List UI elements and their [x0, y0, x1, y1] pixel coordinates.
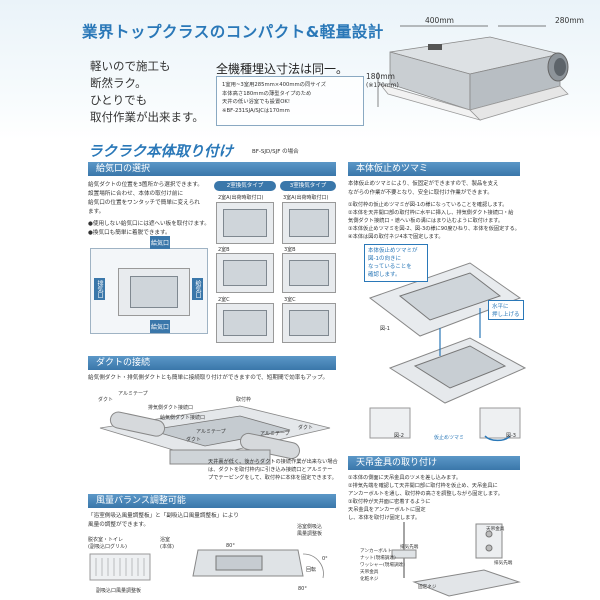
variant-2c — [216, 303, 274, 343]
hang-label-9: 排気先端 — [494, 561, 513, 566]
variant-3a — [282, 202, 336, 244]
hang-bar: 天吊金具の取り付け — [348, 456, 520, 470]
hang-label-3: ワッシャー(現場調達) — [360, 563, 405, 568]
air-label-10: 副吸込口風量調整板 — [96, 588, 142, 594]
dim-height: 180mm — [366, 72, 395, 81]
air-bar: 風量バランス調整可能 — [88, 494, 336, 508]
tag-kyuki-bottom: 給気口 — [150, 320, 171, 333]
section-note: BF-SJD/SJF の場合 — [252, 149, 299, 155]
outlet-text: 給気ダクトの位置を3箇所から選択できます。 設置場所に合わせ、本体の取付け前に … — [88, 182, 210, 236]
duct-label-1: ダクト — [98, 397, 114, 403]
duct-label-7: ダクト — [186, 437, 202, 443]
tag-haiki: 排気口 — [94, 278, 105, 300]
fix-text: 本体仮止めツマミにより、仮固定ができますので、製品を支え ながらの作業が不要とな… — [348, 181, 499, 196]
fix-bar: 本体仮止めツマミ — [348, 162, 520, 176]
type2-label: 2室換気タイプ — [214, 181, 276, 191]
col3-head: 3室A(出荷時取付口) — [283, 195, 329, 201]
hang-label-8: 固定ネジ — [418, 585, 437, 590]
hang-steps: ①本体の側面に天吊金具のツメを差し込みます。 ②排気先端を確認して天井開口部に取… — [348, 475, 503, 521]
duct-text: 給気側ダクト・排気側ダクトとも簡単に接続取り付けができますので、短期間で効率もア… — [88, 375, 329, 381]
spec-box: 1室用~3室用285mm×400mmの同サイズ 本体高さ180mmの薄型タイプの… — [216, 76, 364, 126]
headline: 業界トップクラスのコンパクト&軽量設計 — [82, 23, 384, 41]
duct-label-2: アルミテープ — [118, 391, 148, 397]
hang-label-7: 排気先端 — [400, 545, 419, 550]
duct-label-8: アルミテープ — [260, 431, 290, 437]
air-illustration — [89, 549, 324, 581]
fix-callout-1: 本体仮止めツマミが 図-1の向きに なっていることを 確認します。 — [364, 244, 428, 282]
air-label-9: 回転 — [306, 567, 317, 573]
duct-caption: 天井裏が低く、後からダクトの接続作業が出来ない場合 は、ダクトを取付枠内に引き込… — [208, 459, 338, 481]
tag-kyuki-top: 給気口 — [150, 236, 171, 249]
variant-3c — [282, 303, 336, 343]
label-3c: 3室C — [284, 297, 296, 303]
air-label-1: 脱衣室・トイレ — [88, 537, 124, 543]
air-label-11: 80° — [298, 586, 307, 592]
dim-height-note: (※170mm) — [366, 82, 399, 89]
air-label-7: 80° — [226, 543, 235, 549]
duct-label-4: 給気側ダクト接続口 — [160, 415, 206, 421]
air-label-5: 浴室側吸込 — [297, 524, 323, 530]
duct-label-6: アルミテープ — [196, 429, 226, 435]
variant-2a — [216, 202, 274, 244]
hang-illustration — [391, 522, 521, 597]
hang-label-2: ナット(現場調達) — [360, 556, 396, 561]
hang-label-4: 天吊金具 — [360, 570, 379, 575]
duct-illustration — [99, 405, 331, 465]
dim-width: 400mm — [425, 16, 454, 25]
tsumami-label: 仮止めツマミ — [434, 435, 465, 441]
fig1-label: 図-1 — [380, 326, 390, 332]
outlet-bar: 給気口の選択 — [88, 162, 336, 176]
variant-2b — [216, 253, 274, 293]
label-2c: 2室C — [218, 297, 230, 303]
dim-depth: 280mm — [555, 16, 584, 25]
outlet-body — [130, 276, 178, 308]
air-label-6: 風量調整板 — [297, 531, 323, 537]
section-title: ラクラク本体取り付け — [88, 144, 233, 160]
duct-label-3: 排気側ダクト接続口 — [148, 405, 194, 411]
air-label-2: (副吸込口グリル) — [88, 544, 127, 550]
variant-3b — [282, 253, 336, 293]
air-label-3: 浴室 — [160, 537, 171, 543]
hang-label-5: 化粧ネジ — [360, 577, 379, 582]
air-label-4: (本体) — [160, 544, 174, 550]
product-image — [377, 25, 569, 121]
spec-heading: 全機種埋込寸法は同一。 — [216, 62, 349, 76]
fix-illustration — [368, 262, 527, 442]
label-2b: 2室B — [218, 247, 230, 253]
duct-bar: ダクトの接続 — [88, 356, 336, 370]
fig3-label: 図-3 — [506, 433, 516, 439]
tag-kyuki-right: 給気口 — [192, 278, 203, 300]
label-3b: 3室B — [284, 247, 296, 253]
air-label-8: 0° — [322, 556, 328, 562]
fix-steps: ①取付枠の仮止めツマミが図-1の様になっていることを確認します。 ②本体を天井開… — [348, 202, 520, 240]
fix-callout-2: 水平に 押し上げる — [488, 300, 524, 320]
type3-label: 3室換気タイプ — [280, 181, 336, 191]
fig2-label: 図-2 — [394, 433, 404, 439]
duct-label-9: ダクト — [298, 425, 314, 431]
hang-label-6: 天吊金具 — [486, 527, 505, 532]
col2-head: 2室A(出荷時取付口) — [218, 195, 264, 201]
lead-text: 軽いので施工も 断然ラク。 ひとりでも 取付作業が出来ます。 — [90, 59, 204, 124]
hang-label-1: アンカーボルト — [360, 549, 392, 554]
air-text: 「浴室側吸込風量調整板」と「副吸込口風量調整板」により 風量の調整ができます。 — [88, 513, 239, 528]
duct-label-5: 取付枠 — [236, 397, 252, 403]
